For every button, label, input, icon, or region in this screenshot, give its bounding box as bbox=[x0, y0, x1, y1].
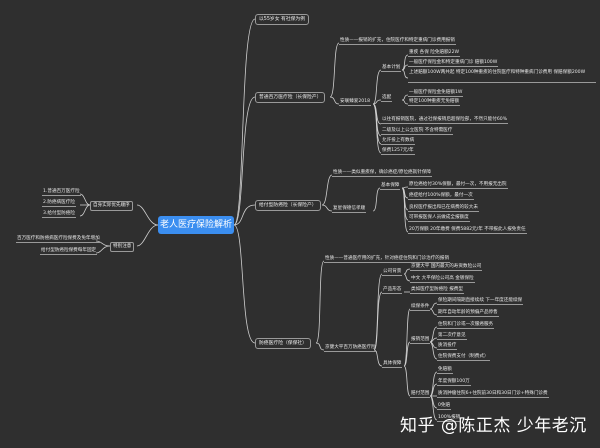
watermark-text: 知乎 @陈正杰 少年老沉 bbox=[400, 416, 587, 436]
b1-other-item: 保费1257元/年 bbox=[381, 148, 415, 155]
b3-nature: 性质——普通医疗用的扩充，针对癌症住院和门诊治疗的报销 bbox=[324, 256, 451, 263]
left-priority-item: 1.普通百万医疗险 bbox=[42, 189, 81, 196]
left-priority-item: 3.给付型防癌险 bbox=[42, 211, 76, 218]
branch-top-note[interactable]: 以55岁女 有社保为例 bbox=[255, 14, 310, 25]
left-priority-item: 2.防癌病医疗险 bbox=[42, 200, 76, 207]
b1-basic-item: 重疾 各保 险免赔额22W bbox=[408, 50, 461, 57]
b2-product[interactable]: 复星保德信孝顺 bbox=[332, 206, 367, 213]
left-note-item: 百万医疗和防癌病医疗险保费及免年增加 bbox=[16, 236, 101, 243]
b1-optional-item: 特定100种重疾无免赔额 bbox=[408, 99, 461, 106]
left-note-item: 给付型防癌险保费每年固定 bbox=[40, 248, 98, 255]
b3-scope-label[interactable]: 报销范围 bbox=[410, 337, 431, 344]
b1-nature: 性质——报销的扩充，住院医疗和特定重病门诊费用报销 bbox=[339, 38, 456, 45]
b1-product[interactable]: 安联臻爱2018 bbox=[339, 99, 372, 106]
b3-company-item: 京健大平 国内最大的寿资数险公司 bbox=[410, 264, 483, 271]
b3-scope-item: 质消投疗 bbox=[437, 343, 458, 350]
b1-other-item: 二级及以上公立医院 不含特需医疗 bbox=[381, 128, 454, 135]
b1-optional-item: 一般医疗保险金免赔额1W bbox=[408, 90, 464, 97]
b2-section-label[interactable]: 基本保障 bbox=[380, 183, 401, 190]
root-node[interactable]: 老人医疗保险解析 bbox=[158, 216, 234, 234]
b1-basic-item: 一般医疗保险金和特定重病门诊 赔额100W bbox=[408, 60, 499, 67]
b3-scope-item: 住院保费支付（制费式） bbox=[437, 354, 490, 361]
b3-scope-item: 住院和门诊或一次服癌服务 bbox=[437, 322, 495, 329]
b2-nature: 性质——类似重疾保，确诊癌症/原位癌就针保障 bbox=[332, 170, 433, 177]
left-priority-node[interactable]: 自身实际优先顺序 bbox=[90, 201, 133, 211]
b3-product-item: 类如医疗型防癌险 报费型 bbox=[410, 287, 464, 294]
b3-renew-label[interactable]: 续保条件 bbox=[410, 304, 431, 311]
b1-other-item: 以往有报销医院，通过社保报销后超保险部，不然只能付60% bbox=[381, 117, 509, 124]
b3-payout-item: 年度保额100万 bbox=[437, 379, 471, 386]
branch-million-medical[interactable]: 普通百万医疗险（长保险产） bbox=[255, 92, 326, 103]
left-note-node[interactable]: 特别注意 bbox=[110, 242, 135, 252]
b1-other-item: 允许投上有数病 bbox=[381, 138, 416, 145]
b3-company-item: 中文 大平保险公司高 金镀保险 bbox=[410, 276, 475, 283]
b2-item: 20万保额 20年缴费 保费5882元/年 不带报此人报免责任 bbox=[408, 227, 527, 234]
branch-payout-cancer[interactable]: 给付型防癌险（长保险产） bbox=[255, 200, 321, 211]
b2-item: 良权医疗报出和已在病费的较大未 bbox=[408, 205, 479, 212]
b3-product-label[interactable]: 产品形态 bbox=[382, 287, 403, 294]
b3-scope-item: 第二次疗意见 bbox=[437, 333, 467, 340]
b2-item: 原位癌给付30%保额，最付一次，不用报无出院 bbox=[408, 182, 508, 189]
branch-cancer-medical[interactable]: 防癌医疗险（保保社） bbox=[255, 338, 311, 349]
b3-company-label[interactable]: 公司背景 bbox=[382, 269, 403, 276]
b1-optional-label[interactable]: 选配 bbox=[381, 95, 393, 102]
b2-item: 癌症给付100%保额，最付一次 bbox=[408, 193, 474, 200]
b3-payout-item: 免赔额 bbox=[437, 367, 453, 374]
b3-payout-item: 100%报销 bbox=[437, 415, 462, 422]
b3-payout-item: 0免赔 bbox=[437, 403, 452, 410]
b3-product[interactable]: 京健大平百万防癌医疗险 bbox=[324, 345, 377, 352]
b1-basic-label[interactable]: 基本计划 bbox=[381, 65, 402, 72]
b2-item: 可带报医保人员做成全报额度 bbox=[408, 215, 470, 222]
b3-renew-item: 期年自动年龄的预偏产品停售 bbox=[437, 310, 499, 317]
b3-payout-label[interactable]: 赔付范围 bbox=[410, 391, 431, 398]
b3-renew-item: 保险期间隔期直接续续 下一年度还能续保 bbox=[437, 298, 524, 305]
b3-payout-item: 质消肿瘤住院6+住院前30日和30日门诊+特殊门诊费 bbox=[437, 391, 549, 398]
b3-detail-label[interactable]: 具体保障 bbox=[382, 361, 403, 368]
b1-basic-item: 上述赔额100W两共起 特定100种重疾的住院医疗和特种重病门诊费用 保赔保额2… bbox=[408, 70, 596, 83]
